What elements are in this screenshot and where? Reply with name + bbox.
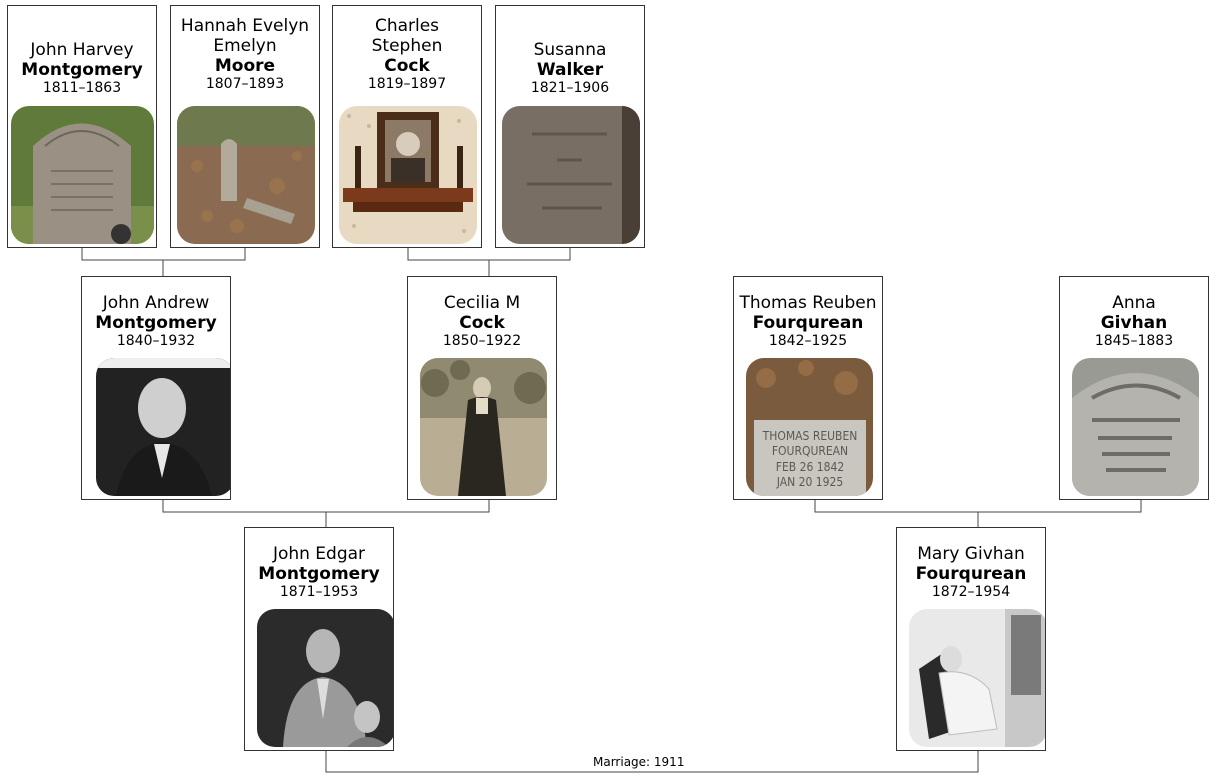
life-years: 1845–1883 <box>1094 333 1174 349</box>
grave-marker-photo <box>177 106 315 244</box>
person-card-thomas-fourqurean[interactable]: Thomas Reuben Fourqurean 1842–1925 THOMA… <box>733 276 883 500</box>
person-card-mary-fourqurean[interactable]: Mary Givhan Fourqurean 1872–1954 <box>896 527 1046 751</box>
person-card-susanna-walker[interactable]: Susanna Walker 1821–1906 <box>495 5 645 248</box>
person-card-cecilia-cock[interactable]: Cecilia M Cock 1850–1922 <box>407 276 557 500</box>
given-name: Mary Givhan <box>917 544 1025 564</box>
connector-line <box>407 248 571 276</box>
headstone-photo <box>11 106 154 244</box>
life-years: 1871–1953 <box>279 584 359 600</box>
person-card-john-harvey-montgomery[interactable]: John Harvey Montgomery 1811–1863 <box>7 5 157 248</box>
framed-portrait-photo <box>339 106 477 244</box>
surname: Montgomery <box>258 564 380 584</box>
connector-line <box>814 500 1142 527</box>
life-years: 1840–1932 <box>116 333 196 349</box>
surname: Givhan <box>1100 313 1168 333</box>
person-card-hannah-moore[interactable]: Hannah Evelyn Emelyn Moore 1807–1893 <box>170 5 320 248</box>
life-years: 1842–1925 <box>768 333 848 349</box>
headstone-photo <box>502 106 640 244</box>
given-name: John Andrew <box>102 293 210 313</box>
inscription-line: THOMAS REUBEN <box>762 429 858 443</box>
surname: Cock <box>459 313 505 333</box>
person-card-john-edgar-montgomery[interactable]: John Edgar Montgomery 1871–1953 <box>244 527 394 751</box>
marriage-line <box>325 751 979 773</box>
inscription-line: JAN 20 1925 <box>776 475 844 489</box>
life-years: 1819–1897 <box>367 76 447 92</box>
given-name: Anna <box>1112 293 1156 313</box>
connector-line <box>162 500 490 527</box>
standing-woman-photo <box>420 358 547 496</box>
surname: Walker <box>536 60 604 80</box>
life-years: 1850–1922 <box>442 333 522 349</box>
headstone-photo: THOMAS REUBEN FOURQUREAN FEB 26 1842 JAN… <box>746 358 873 496</box>
seated-woman-photo <box>909 609 1045 747</box>
marriage-label: Marriage: 1911 <box>591 755 687 769</box>
portrait-photo <box>257 609 393 747</box>
given-name: Thomas Reuben <box>739 293 877 313</box>
life-years: 1807–1893 <box>205 76 285 92</box>
surname: Cock <box>384 56 430 76</box>
person-card-john-andrew-montgomery[interactable]: John Andrew Montgomery 1840–1932 <box>81 276 231 500</box>
given-name: John Edgar <box>272 544 366 564</box>
given-name: Cecilia M <box>443 293 521 313</box>
portrait-photo <box>96 358 230 496</box>
surname: Moore <box>214 56 276 76</box>
given-name: Charles Stephen <box>371 16 443 56</box>
connector-line <box>81 248 246 276</box>
surname: Montgomery <box>21 60 143 80</box>
surname: Fourqurean <box>752 313 864 333</box>
given-name: John Harvey <box>30 40 134 60</box>
surname: Montgomery <box>95 313 217 333</box>
given-name: Susanna <box>533 40 607 60</box>
life-years: 1811–1863 <box>42 80 122 96</box>
headstone-photo <box>1072 358 1199 496</box>
given-name: Hannah Evelyn Emelyn <box>180 16 310 56</box>
person-card-charles-cock[interactable]: Charles Stephen Cock 1819–1897 <box>332 5 482 248</box>
inscription-line: FOURQUREAN <box>772 444 848 458</box>
surname: Fourqurean <box>915 564 1027 584</box>
person-card-anna-givhan[interactable]: Anna Givhan 1845–1883 <box>1059 276 1209 500</box>
life-years: 1821–1906 <box>530 80 610 96</box>
life-years: 1872–1954 <box>931 584 1011 600</box>
inscription-line: FEB 26 1842 <box>776 460 845 474</box>
